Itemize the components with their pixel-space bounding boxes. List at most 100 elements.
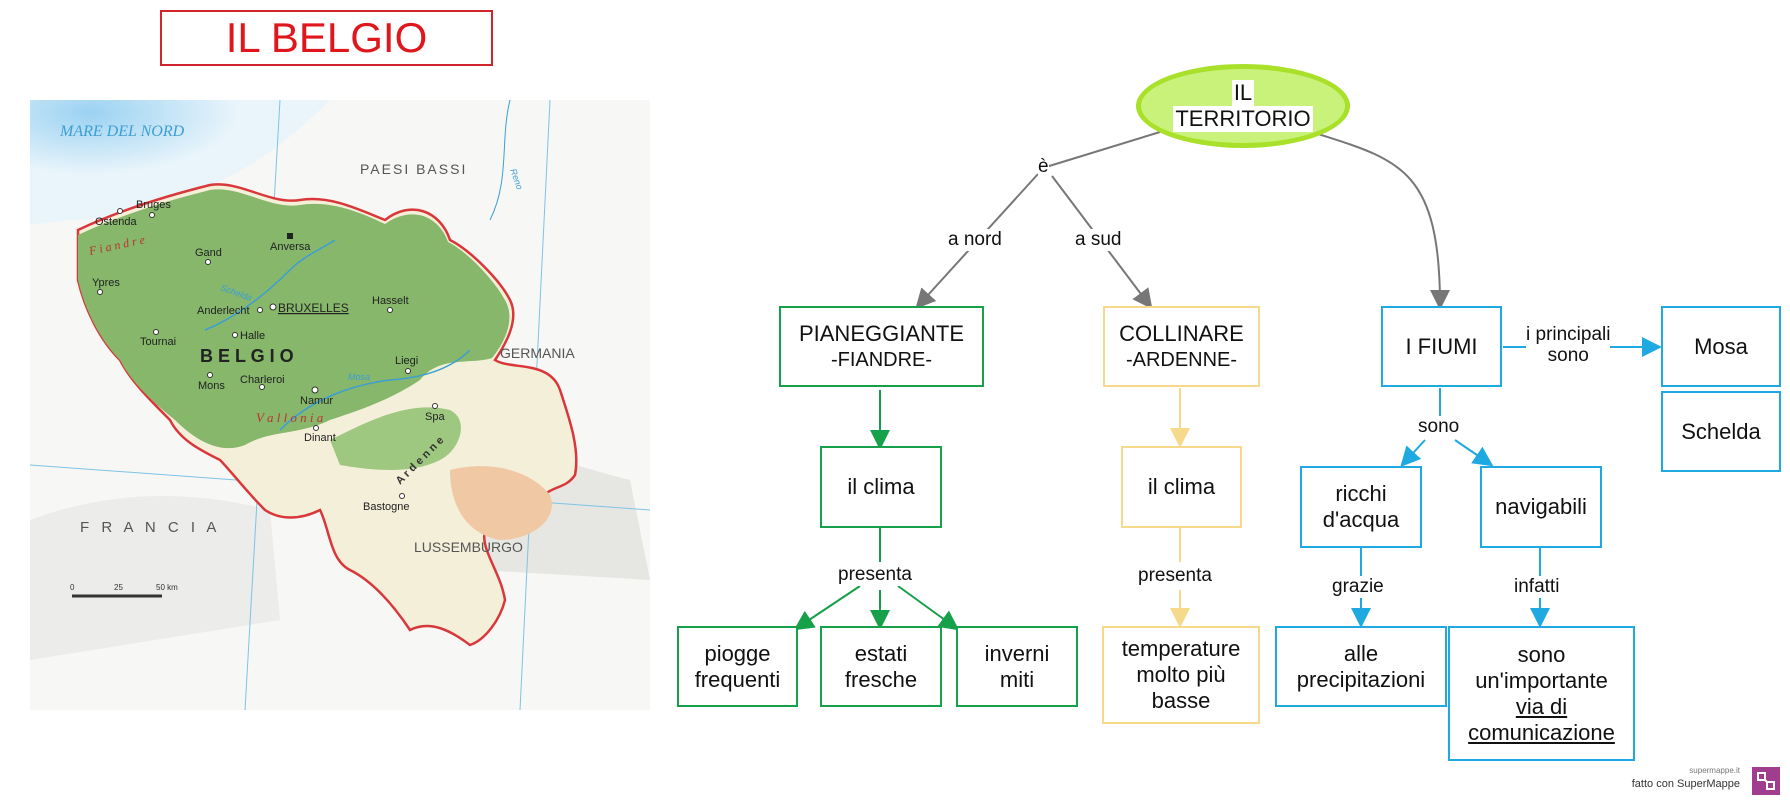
mosa-river — [279, 349, 471, 431]
node-estati-fresche: estati fresche — [820, 626, 942, 707]
precipitazioni-line-1: alle — [1343, 640, 1379, 666]
page-title: IL BELGIO — [225, 14, 428, 61]
label-a-sud: a sud — [1075, 229, 1122, 251]
estati-line-1: estati — [854, 640, 908, 666]
germany-label: GERMANIA — [500, 345, 575, 361]
label-sono: sono — [1418, 416, 1460, 438]
city-dot — [149, 212, 155, 218]
node-mosa: Mosa — [1661, 306, 1781, 387]
node-pianeggiante: PIANEGGIANTE -FIANDRE- — [779, 306, 984, 387]
node-schelda: Schelda — [1661, 391, 1781, 472]
label-principali-line-2: sono — [1547, 345, 1589, 366]
label-principali: i principali sono — [1526, 324, 1611, 366]
node-via-comunicazione: sono un'importante via di comunicazione — [1448, 626, 1635, 761]
country-label: B E L G I O — [200, 346, 294, 366]
city-dot — [432, 403, 438, 409]
city-bastogne: Bastogne — [363, 501, 409, 513]
city-bruges: Bruges — [136, 199, 171, 211]
city-antwerp: Anversa — [270, 241, 311, 253]
hill-patch — [330, 407, 461, 470]
footer-site: supermappe.it — [1689, 766, 1740, 775]
city-dot — [232, 332, 238, 338]
city-ostend: Ostenda — [95, 216, 137, 228]
scale-25: 25 — [114, 583, 123, 592]
edge-root-e — [1045, 131, 1161, 168]
node-navigabili: navigabili — [1480, 466, 1602, 548]
label-e: è — [1038, 156, 1049, 178]
city-dot — [259, 384, 265, 390]
edge-presenta-piogge — [793, 585, 861, 631]
city-dot — [399, 493, 405, 499]
footer-credit: fatto con SuperMappe — [1631, 778, 1740, 790]
node-clima-1: il clima — [820, 446, 942, 528]
label-grazie: grazie — [1332, 576, 1384, 598]
city-anderlecht: Anderlecht — [197, 305, 250, 317]
city-dot — [405, 368, 411, 374]
city-dot — [313, 425, 319, 431]
city-mons: Mons — [198, 380, 225, 392]
importante-line-3: via di — [1515, 693, 1568, 719]
schelda-river — [204, 239, 336, 331]
importante-line-2: un'importante — [1475, 667, 1608, 693]
city-marker — [287, 233, 293, 239]
france-label: F R A N C I A — [80, 519, 220, 536]
collinare-line-2: -ARDENNE- — [1125, 348, 1238, 371]
city-tournai: Tournai — [140, 336, 176, 348]
city-namur: Namur — [300, 395, 333, 407]
city-dot — [257, 307, 263, 313]
label-principali-line-1: i principali — [1526, 324, 1611, 345]
city-spa: Spa — [425, 411, 445, 423]
inverni-line-2: miti — [999, 666, 1035, 692]
city-halle: Halle — [240, 330, 265, 342]
node-temperature: temperature molto più basse — [1102, 626, 1260, 724]
city-dot — [311, 386, 319, 394]
node-alle-precipitazioni: alle precipitazioni — [1275, 626, 1447, 707]
pianeggiante-line-1: PIANEGGIANTE — [798, 320, 965, 346]
importante-line-1: sono — [1517, 641, 1566, 667]
city-charleroi: Charleroi — [240, 374, 285, 386]
importante-line-4: comunicazione — [1468, 719, 1615, 745]
inverni-line-1: inverni — [984, 640, 1050, 666]
edge-sono-navigabili — [1454, 439, 1494, 467]
city-liegi: Liegi — [395, 355, 418, 367]
temperature-line-1: temperature — [1121, 636, 1241, 661]
collinare-line-1: COLLINARE — [1119, 320, 1244, 346]
city-dinant: Dinant — [304, 432, 336, 444]
sea-area — [30, 100, 330, 225]
sea-label: MARE DEL NORD — [59, 123, 185, 140]
node-il-territorio: IL TERRITORIO — [1136, 64, 1350, 148]
scale-0: 0 — [70, 583, 75, 592]
node-ricchi-acqua: ricchi d'acqua — [1300, 466, 1422, 548]
node-collinare: COLLINARE -ARDENNE- — [1103, 306, 1260, 387]
city-dot — [387, 307, 393, 313]
label-infatti: infatti — [1514, 576, 1560, 598]
supermappe-logo-icon — [1752, 767, 1780, 795]
reno-river — [489, 100, 511, 221]
city-hasselt: Hasselt — [372, 295, 409, 307]
node-i-fiumi: I FIUMI — [1381, 306, 1502, 387]
edge-presenta-inverni — [897, 585, 960, 631]
map-scale: 0 25 50 km — [70, 583, 178, 598]
belgium-map: MARE DEL NORD PAESI BASSI GERMANIA F R A… — [30, 100, 650, 710]
title-box: IL BELGIO — [160, 10, 493, 66]
edge-root-fiumi — [1317, 133, 1450, 310]
root-line-1: IL — [1231, 80, 1255, 106]
netherlands-label: PAESI BASSI — [360, 161, 467, 177]
estati-line-2: fresche — [844, 666, 918, 692]
temperature-line-3: basse — [1151, 688, 1211, 713]
piogge-line-1: piogge — [704, 640, 771, 666]
city-dot — [207, 372, 213, 378]
scale-50: 50 km — [156, 583, 178, 592]
city-dot — [117, 208, 123, 214]
relief-shade-2 — [30, 496, 280, 660]
pianeggiante-line-2: -FIANDRE- — [830, 348, 933, 371]
city-brussels: BRUXELLES — [278, 301, 349, 315]
node-clima-2: il clima — [1121, 446, 1242, 528]
ricchi-line-2: d'acqua — [1322, 507, 1400, 532]
luxembourg-label: LUSSEMBURGO — [414, 539, 523, 555]
city-ypres: Ypres — [92, 277, 120, 289]
precipitazioni-line-2: precipitazioni — [1296, 666, 1426, 692]
city-dot — [205, 259, 211, 265]
city-dot — [97, 289, 103, 295]
ricchi-line-1: ricchi — [1335, 481, 1387, 506]
